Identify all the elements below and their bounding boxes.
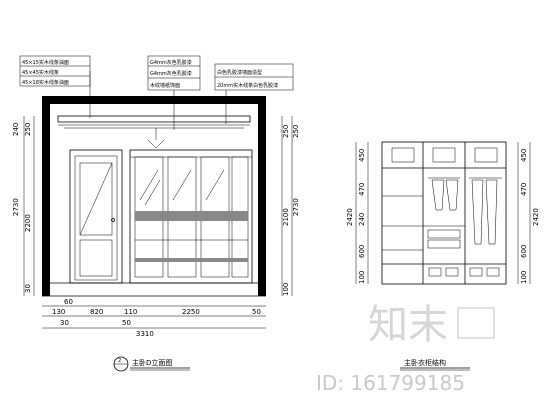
dim-b-820: 820 (90, 308, 103, 316)
wardrobe-outline (129, 149, 253, 284)
dim-450: 450 (358, 149, 366, 162)
glass-reflection (205, 169, 225, 201)
dim-250: 250 (24, 123, 32, 136)
dim-100b: 100 (358, 271, 366, 284)
dim-r-2420: 2420 (532, 208, 540, 226)
shoe-box (486, 267, 500, 277)
door-lower-panel (79, 239, 113, 277)
door-leaf (74, 155, 118, 281)
note-3: 45×18实木线条油面 (22, 79, 69, 86)
drawer (427, 239, 461, 249)
dim-r-2100: 2100 (282, 208, 290, 226)
note-5: G4mm灰色乳胶漆 (150, 70, 192, 77)
dim-b-50: 50 (252, 308, 261, 316)
patterned-band (135, 211, 248, 221)
dim-b-130: 130 (52, 308, 65, 316)
door-panel-diagonal (79, 162, 113, 236)
dim-b-30: 30 (60, 319, 69, 327)
dim-2200: 2200 (24, 214, 32, 232)
hanging-shirt (431, 179, 445, 211)
note-7: 白色乳胶漆墙面造型 (217, 69, 262, 76)
dim-2730: 2730 (12, 198, 20, 216)
wardrobe-structure-outline (381, 141, 507, 285)
shoe-box (469, 267, 483, 277)
glass-reflection (172, 169, 192, 201)
dim-2420: 2420 (346, 208, 354, 226)
dim-240: 240 (12, 123, 20, 136)
shoe-box (445, 267, 459, 277)
dim-r-100: 100 (282, 283, 290, 296)
folded-clothes-2 (432, 147, 456, 163)
hanging-coat (485, 179, 498, 245)
note-1: 45×15实木线条油面 (22, 59, 69, 66)
dim-b-60: 60 (64, 298, 73, 306)
folded-clothes-3 (474, 147, 498, 163)
ceiling-lamp (147, 139, 165, 149)
glass-reflection (139, 169, 159, 201)
door-frame (69, 149, 123, 284)
cornice (57, 115, 251, 123)
lower-patterned-band (135, 258, 248, 262)
dim-b-2250: 2250 (182, 308, 200, 316)
left-view-title: 主卧D立面图 (132, 358, 172, 367)
watermark: 知末 ID: 161799185 (316, 302, 495, 395)
right-view-title: 主卧衣柜结构 (404, 358, 446, 367)
dim-b-50b: 50 (122, 319, 131, 327)
shoe-box (428, 267, 442, 277)
dim-r-250b: 250 (292, 125, 300, 138)
watermark-id: ID: 161799185 (316, 371, 465, 395)
watermark-logo: 知末 (368, 302, 448, 348)
glass-reflection (144, 179, 161, 206)
dim-r-100: 100 (520, 271, 528, 284)
right-elevation: 450 470 240 2420 600 100 450 470 2420 60… (346, 141, 540, 371)
right-wall-section (258, 96, 266, 296)
hanging-coat (471, 179, 484, 245)
dim-r-600: 600 (520, 245, 528, 258)
dim-240b: 240 (358, 213, 366, 226)
watermark-logo-mark (457, 307, 495, 339)
dim-r-2730: 2730 (292, 198, 300, 216)
note-4: G4mm灰色乳胶漆 (150, 59, 192, 66)
dim-b-110: 110 (124, 308, 137, 316)
dim-470: 470 (358, 183, 366, 196)
left-wall-section (42, 96, 50, 296)
ceiling-slab (42, 96, 265, 104)
dim-r-450: 450 (520, 149, 528, 162)
dim-600: 600 (358, 245, 366, 258)
left-elevation: 45×15实木线条油面 45×45实木线条 45×18实木线条油面 G4mm灰色… (12, 55, 300, 372)
dim-30: 30 (24, 284, 32, 293)
note-2: 45×45实木线条 (22, 69, 59, 76)
folded-clothes-1 (391, 147, 415, 163)
dim-r-470: 470 (520, 183, 528, 196)
title-index: 2 (118, 358, 121, 364)
hanging-shirt (445, 179, 459, 211)
door-handle (111, 218, 115, 222)
drawer (427, 229, 461, 239)
note-6: 木纹墙纸饰面 (150, 82, 180, 89)
dim-total: 3310 (136, 330, 154, 338)
dim-r-250a: 250 (282, 125, 290, 138)
door-upper-panel (79, 162, 113, 236)
note-8: 20mm实木线条白色乳胶漆 (217, 82, 278, 89)
